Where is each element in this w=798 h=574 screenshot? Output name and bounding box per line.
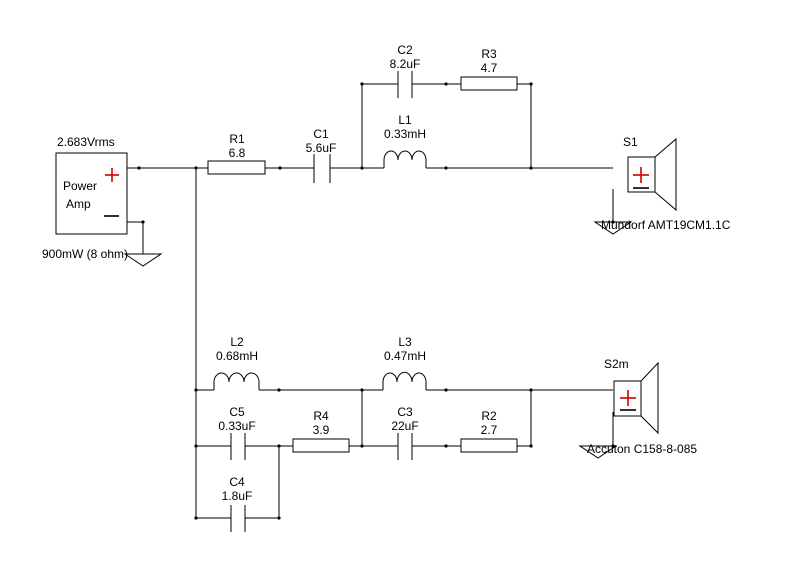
capacitor-icon xyxy=(397,71,413,98)
s2-model: Accuton C158-8-085 xyxy=(587,442,697,456)
amp-ground-icon xyxy=(123,253,163,267)
amp-label-line2: Amp xyxy=(66,197,91,211)
inductor-l3[interactable]: L3 0.47mH xyxy=(382,335,427,390)
capacitor-c4[interactable]: C4 1.8uF xyxy=(222,475,253,532)
capacitor-c1[interactable]: C1 5.6uF xyxy=(306,127,337,183)
s2-ground-icon xyxy=(578,445,618,459)
inductor-l2[interactable]: L2 0.68mH xyxy=(213,335,260,390)
speaker-icon xyxy=(613,361,659,435)
s1-model: Mundorf AMT19CM1.1C xyxy=(601,218,731,232)
r1-value: 6.8 xyxy=(229,146,246,160)
c5-value: 0.33uF xyxy=(218,419,255,433)
r2-value: 2.7 xyxy=(481,423,498,437)
c2-name: C2 xyxy=(397,43,413,57)
resistor-icon xyxy=(460,438,518,453)
s1-plus-icon xyxy=(633,167,649,183)
l3-value: 0.47mH xyxy=(384,349,426,363)
c1-name: C1 xyxy=(313,127,329,141)
junction-dots xyxy=(137,82,615,520)
resistor-r3[interactable]: R3 4.7 xyxy=(460,47,518,91)
inductor-icon xyxy=(382,371,427,390)
c2-value: 8.2uF xyxy=(390,57,421,71)
speaker-s2m[interactable]: S2m Accuton C158-8-085 xyxy=(587,357,697,456)
r4-value: 3.9 xyxy=(313,423,330,437)
s2-plus-icon xyxy=(620,390,636,406)
c1-value: 5.6uF xyxy=(306,141,337,155)
l2-name: L2 xyxy=(230,335,244,349)
c3-value: 22uF xyxy=(391,419,418,433)
amp-label-line1: Power xyxy=(63,179,97,193)
r1-name: R1 xyxy=(229,132,245,146)
speaker-s1[interactable]: S1 Mundorf AMT19CM1.1C xyxy=(601,135,731,232)
capacitor-icon xyxy=(230,433,246,460)
capacitor-icon xyxy=(397,433,413,460)
l3-name: L3 xyxy=(398,335,412,349)
inductor-l1[interactable]: L1 0.33mH xyxy=(383,113,427,168)
c4-value: 1.8uF xyxy=(222,489,253,503)
resistor-icon xyxy=(207,160,266,175)
capacitor-c2[interactable]: C2 8.2uF xyxy=(390,43,421,98)
amp-power: 900mW (8 ohm) xyxy=(42,247,128,261)
resistor-r2[interactable]: R2 2.7 xyxy=(460,409,518,453)
l1-name: L1 xyxy=(398,113,412,127)
c3-name: C3 xyxy=(397,405,413,419)
capacitor-c3[interactable]: C3 22uF xyxy=(391,405,419,460)
resistor-icon xyxy=(292,438,350,453)
r3-name: R3 xyxy=(481,47,497,61)
l2-value: 0.68mH xyxy=(216,349,258,363)
s2-name: S2m xyxy=(604,357,629,371)
amp-box xyxy=(55,152,128,235)
wires xyxy=(127,83,614,519)
resistor-icon xyxy=(460,76,518,91)
l1-value: 0.33mH xyxy=(384,127,426,141)
capacitor-c5[interactable]: C5 0.33uF xyxy=(218,405,256,460)
capacitor-icon xyxy=(313,154,331,183)
s1-ground-icon xyxy=(593,221,633,235)
inductor-icon xyxy=(383,150,427,168)
r4-name: R4 xyxy=(313,409,329,423)
capacitor-icon xyxy=(230,505,246,532)
amp-voltage: 2.683Vrms xyxy=(57,135,115,149)
resistor-r1[interactable]: R1 6.8 xyxy=(207,132,266,175)
c4-name: C4 xyxy=(229,475,245,489)
resistor-r4[interactable]: R4 3.9 xyxy=(292,409,350,453)
power-amp[interactable]: 2.683Vrms Power Amp 900mW (8 ohm) xyxy=(42,135,128,261)
amp-plus-icon xyxy=(105,168,119,182)
r3-value: 4.7 xyxy=(481,61,498,75)
s1-name: S1 xyxy=(623,135,638,149)
inductor-icon xyxy=(213,372,260,390)
c5-name: C5 xyxy=(229,405,245,419)
r2-name: R2 xyxy=(481,409,497,423)
speaker-icon xyxy=(627,137,677,212)
